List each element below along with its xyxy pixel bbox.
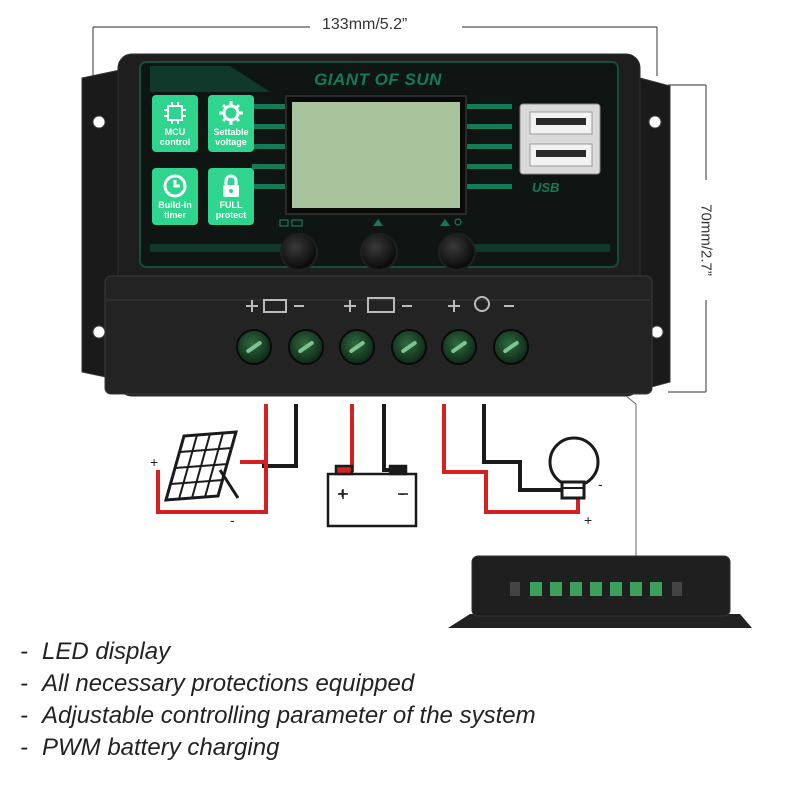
solar-negative-terminal[interactable] (288, 329, 324, 365)
timer-label-1: Build-in (158, 200, 192, 210)
chip-icon (164, 102, 186, 124)
side-view-leader (625, 395, 637, 405)
usb-ports (519, 103, 601, 175)
mcu-label-1: MCU (164, 127, 186, 137)
battery-plus-symbol: + (338, 485, 347, 501)
button-symbols (279, 218, 462, 227)
down-light-button[interactable] (438, 233, 476, 271)
feature-text: Adjustable controlling parameter of the … (42, 702, 536, 729)
width-dimension-label: 133mm/5.2” (316, 16, 414, 34)
product-illustration (81, 26, 752, 628)
load-negative-terminal[interactable] (493, 329, 529, 365)
terminal-block (104, 275, 653, 395)
mcu-label-2: control (159, 137, 191, 147)
timer-label-2: timer (163, 210, 186, 220)
brand-name: GIANT OF SUN (314, 70, 442, 89)
protect-label-1: FULL (219, 200, 243, 210)
usb-label: USB (532, 180, 560, 195)
feature-dash: - (20, 734, 28, 761)
panel-stripes (150, 66, 610, 252)
feature-text: All necessary protections equipped (42, 670, 415, 697)
width-dimension-line (92, 26, 658, 76)
solar-plus-symbol: + (150, 454, 159, 470)
battery-positive-terminal[interactable] (339, 329, 375, 365)
feature-item: -LED display (20, 636, 536, 668)
battery-wires (344, 404, 396, 472)
feature-item: -Adjustable controlling parameter of the… (20, 700, 536, 732)
feature-dash: - (20, 670, 28, 697)
feature-item: -All necessary protections equipped (20, 668, 536, 700)
battery-negative-terminal[interactable] (391, 329, 427, 365)
solar-positive-terminal[interactable] (236, 329, 272, 365)
voltage-label-1: Settable (213, 127, 249, 137)
solar-panel (163, 430, 240, 502)
lock-icon (223, 174, 239, 197)
light-bulb (548, 436, 600, 500)
terminal-symbols (246, 296, 514, 313)
gear-icon (219, 101, 243, 125)
solar-wires (156, 404, 298, 514)
feature-list: -LED display -All necessary protections … (20, 636, 536, 764)
feature-dash: - (20, 702, 28, 729)
feature-item: -PWM battery charging (20, 732, 536, 764)
battery-minus-symbol: - (400, 485, 405, 501)
solar-minus-symbol: - (230, 512, 235, 528)
voltage-label-2: voltage (215, 137, 247, 147)
lcd-screen (292, 102, 460, 208)
feature-dash: - (20, 638, 28, 665)
up-button[interactable] (360, 233, 398, 271)
battery (326, 464, 418, 528)
feature-text: PWM battery charging (42, 734, 280, 761)
protect-label-2: protect (215, 210, 247, 220)
menu-button[interactable] (280, 233, 318, 271)
clock-icon (163, 174, 187, 198)
feature-text: LED display (42, 638, 171, 665)
load-wires (442, 404, 580, 514)
load-positive-terminal[interactable] (441, 329, 477, 365)
load-plus-symbol: + (584, 512, 593, 528)
side-view-controller (448, 555, 752, 628)
height-dimension-line (668, 84, 707, 393)
load-minus-symbol: - (598, 476, 603, 492)
